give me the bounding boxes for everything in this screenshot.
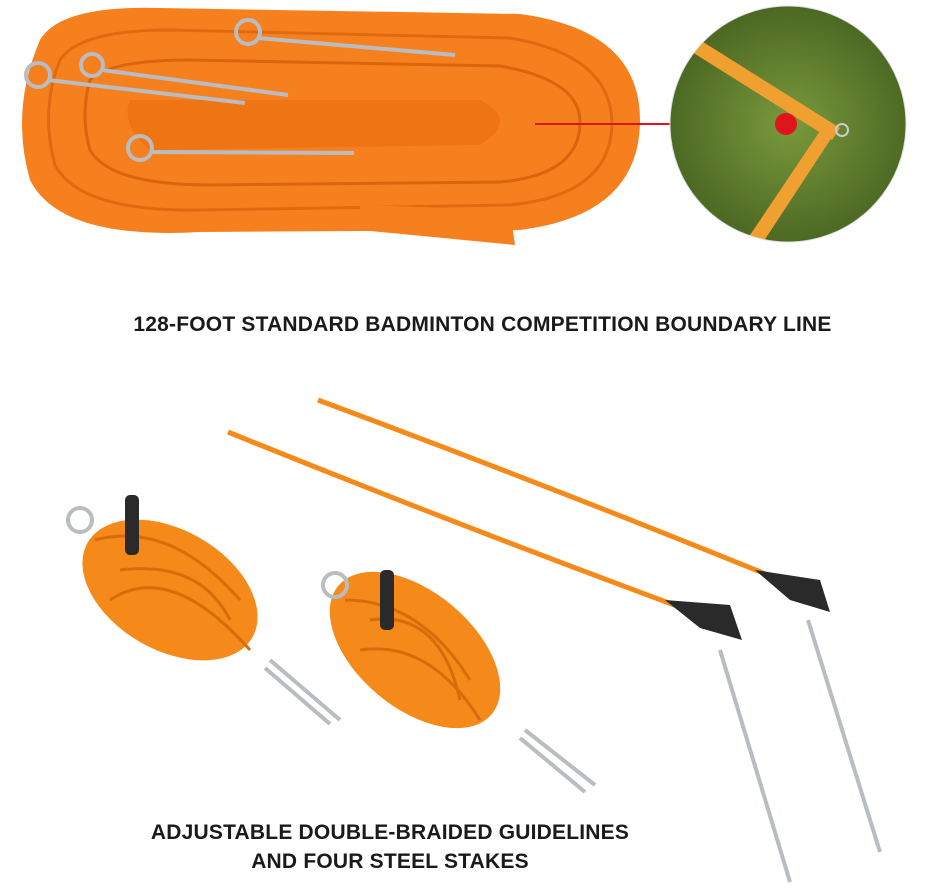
steel-pins	[24, 18, 456, 162]
grass-inset	[670, 6, 906, 242]
guidelines-caption-line1: ADJUSTABLE DOUBLE-BRAIDED GUIDELINES	[150, 821, 630, 844]
boundary-line-coil	[22, 7, 640, 245]
guidelines-caption: ADJUSTABLE DOUBLE-BRAIDED GUIDELINES AND…	[100, 818, 680, 876]
rope-bundle-1	[66, 495, 342, 726]
guidelines-caption-line2: AND FOUR STEEL STAKES	[251, 850, 529, 873]
rope-bundle-2	[321, 570, 597, 794]
boundary-line-caption: 128-FOOT STANDARD BADMINTON COMPETITION …	[133, 313, 832, 336]
guideline-ropes	[227, 397, 882, 883]
